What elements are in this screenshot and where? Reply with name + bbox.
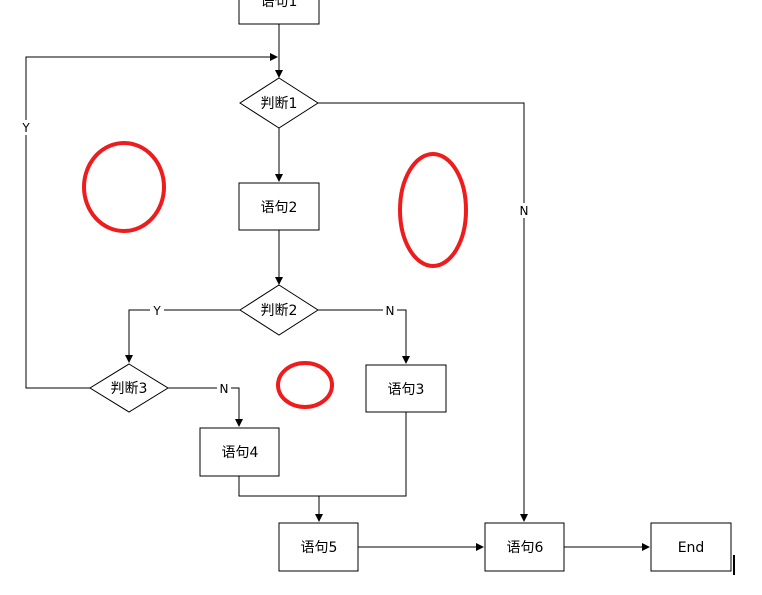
edge-labels: Y N Y N N [19, 120, 531, 396]
node-stmt5: 语句5 [278, 522, 359, 572]
node-judge1: 判断1 [239, 77, 319, 129]
red-circle-annotation-right [398, 152, 468, 268]
red-circle-annotation-left [82, 141, 166, 233]
node-stmt2-label: 语句2 [261, 200, 298, 216]
node-stmt1: 语句1 [238, 0, 320, 25]
edge-judge2-stmt3 [318, 309, 410, 364]
annotations [82, 141, 468, 409]
edge-judge2-judge3 [125, 309, 240, 363]
node-stmt1-label: 语句1 [261, 0, 298, 10]
node-stmt4-label: 语句4 [222, 445, 259, 461]
node-stmt6-label: 语句6 [507, 540, 544, 556]
edge-judge3-stmt4 [168, 387, 243, 427]
node-end-label: End [678, 540, 705, 556]
node-stmt4: 语句4 [199, 427, 280, 477]
edge-stmt4-merge [238, 412, 407, 497]
label-judge2-no: N [386, 304, 395, 318]
node-judge2: 判断2 [239, 284, 319, 336]
edge-judge3-loop-back [25, 53, 278, 389]
node-judge3-label: 判断3 [111, 381, 148, 397]
connectors [25, 24, 650, 551]
node-judge1-label: 判断1 [261, 96, 298, 112]
label-judge1-no: N [520, 204, 529, 218]
node-stmt5-label: 语句5 [301, 540, 338, 556]
node-stmt3: 语句3 [365, 364, 447, 413]
node-stmt3-label: 语句3 [388, 382, 425, 398]
node-stmt2: 语句2 [238, 182, 320, 231]
node-judge3: 判断3 [89, 363, 169, 413]
node-end: End [650, 522, 732, 572]
node-stmt6: 语句6 [484, 522, 565, 572]
node-judge2-label: 判断2 [261, 303, 298, 319]
label-judge3-loop-yes: Y [21, 121, 30, 135]
label-judge3-no: N [220, 382, 229, 396]
label-judge2-yes: Y [152, 304, 161, 318]
edge-judge1-stmt6 [318, 102, 528, 522]
red-circle-annotation-center [276, 361, 334, 409]
